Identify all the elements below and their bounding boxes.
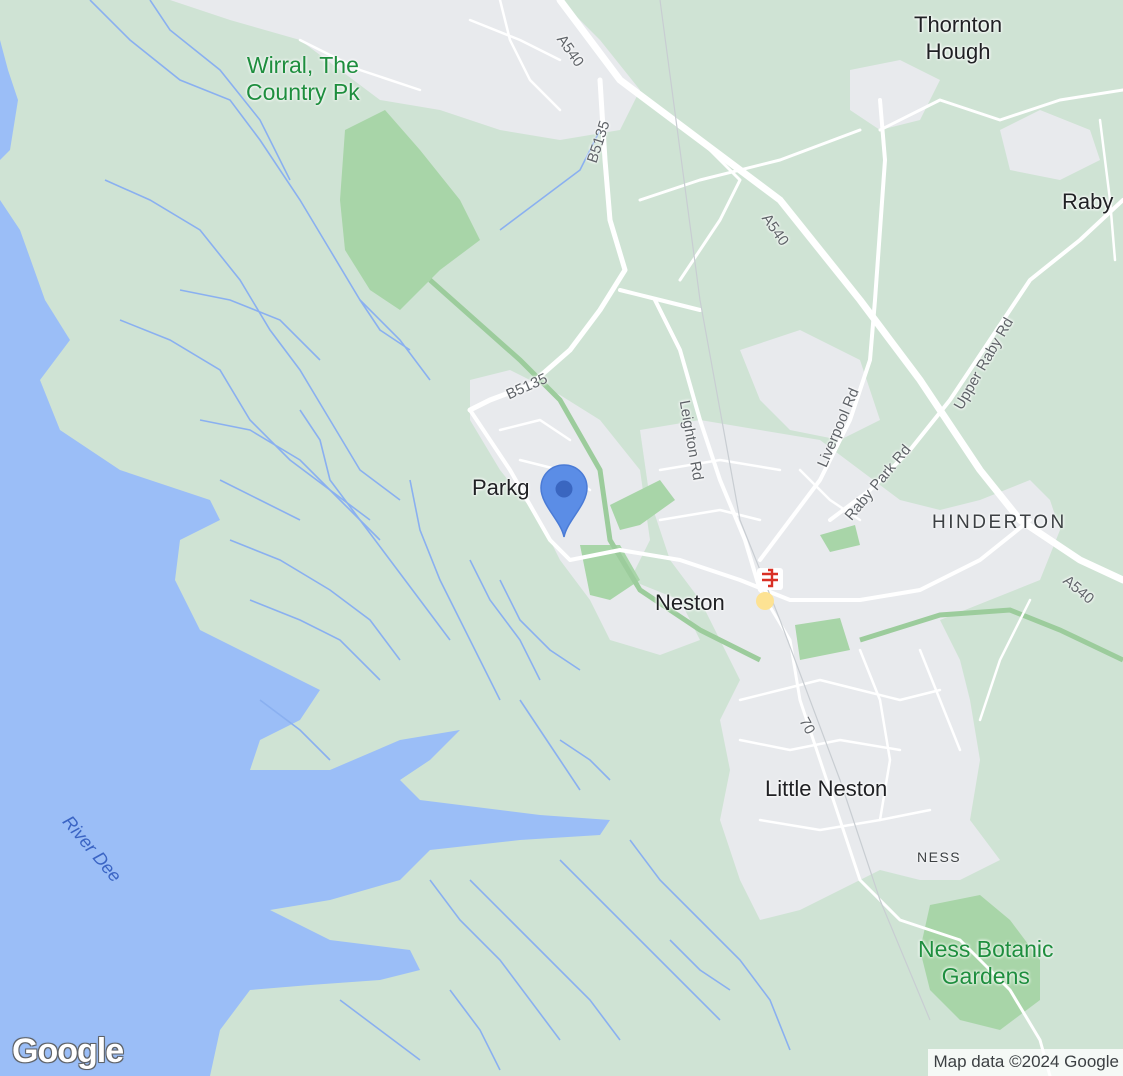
place-label-thornton-hough[interactable]: Thornton Hough: [914, 11, 1002, 65]
map-attribution[interactable]: Map data ©2024 Google: [927, 1049, 1123, 1076]
location-pin-icon[interactable]: [539, 463, 589, 539]
place-label-little-neston[interactable]: Little Neston: [765, 776, 888, 801]
place-label-neston[interactable]: Neston: [655, 590, 725, 615]
railway-line: [659, 0, 931, 1021]
place-label-line: Hough: [925, 39, 991, 64]
park-label-wirral-country-park[interactable]: Wirral, The Country Pk: [246, 52, 360, 106]
park-label-line: Ness Botanic: [918, 936, 1054, 962]
place-label-line: Thornton: [914, 12, 1003, 37]
district-label-hinderton[interactable]: HINDERTON: [932, 512, 1067, 533]
park-label-line: Gardens: [941, 963, 1030, 989]
place-label-raby[interactable]: Raby: [1062, 189, 1114, 214]
park-label-ness-botanic-gardens[interactable]: Ness Botanic Gardens: [918, 936, 1054, 990]
green-rail-lines: [428, 278, 1123, 663]
google-logo[interactable]: Google: [12, 1032, 124, 1070]
stream-network: [89, 0, 791, 1071]
river-dee-water: [0, 40, 610, 1076]
park-label-line: Country Pk: [246, 79, 360, 105]
park-areas: [340, 110, 1040, 1030]
road-network: [298, 0, 1123, 1076]
park-label-line: Wirral, The: [246, 52, 359, 78]
district-label-ness[interactable]: NESS: [917, 849, 962, 865]
place-label-parkgate[interactable]: Parkg: [472, 475, 530, 500]
train-station-icon[interactable]: [756, 568, 783, 610]
